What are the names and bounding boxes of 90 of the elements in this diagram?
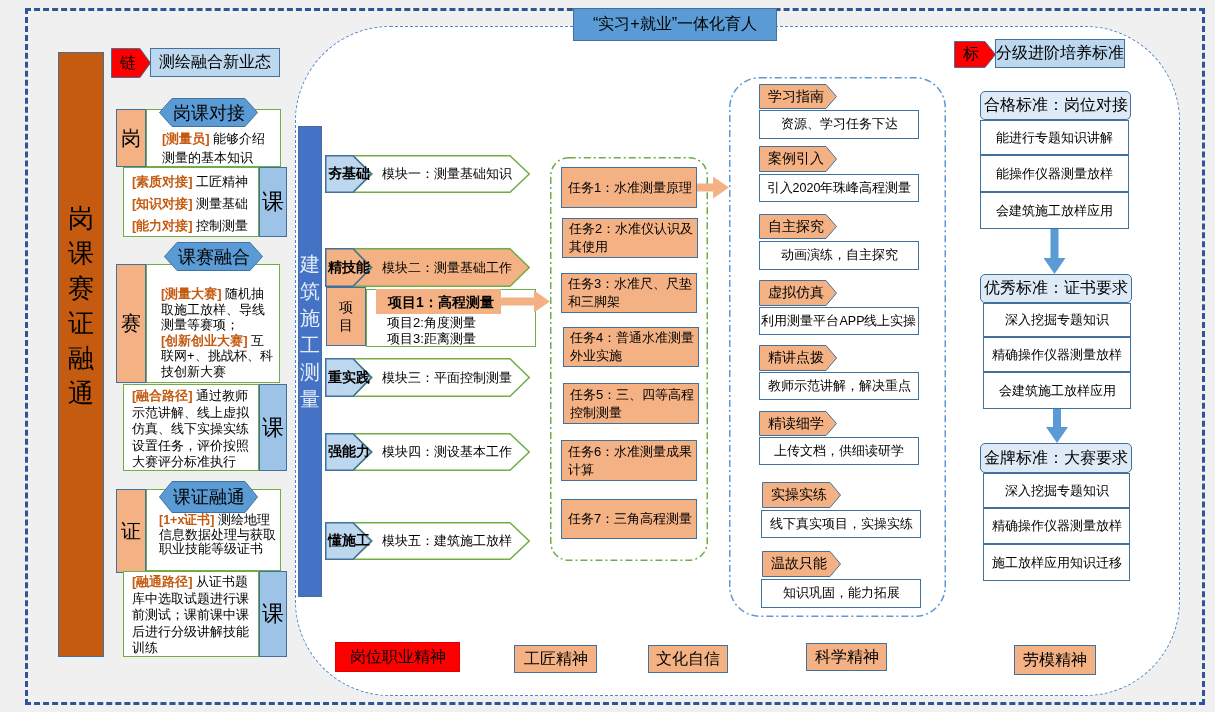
spirit-box: 工匠精神 (514, 645, 597, 673)
block-arrow (697, 176, 729, 199)
spirit-box: 岗位职业精神 (335, 642, 460, 672)
text-paragraph: [创新创业大赛] 互联网+、挑战杯、科技创新大赛 (161, 332, 274, 379)
step-tag: 学习指南 (759, 84, 837, 109)
step-box: 动画演练，自主探究 (759, 241, 919, 270)
module-text: 模块五：建筑施工放样 (382, 532, 512, 550)
project-text: 项目2:角度测量 (387, 315, 477, 331)
text-panel (123, 167, 259, 237)
step-box: 知识巩固，能力拓展 (761, 579, 921, 608)
module-panel (325, 522, 530, 560)
module-text: 模块一：测量基础知识 (382, 165, 512, 183)
text-paragraph: [测量大赛] 随机抽取施工放样、导线测量等赛项； (161, 286, 266, 333)
side-label: 项目 (326, 287, 366, 346)
block-arrow (1043, 229, 1066, 274)
dashed-group (729, 77, 946, 617)
step-box: 资源、学习任务下达 (759, 110, 919, 139)
task-box: 任务7：三角高程测量 (561, 499, 697, 539)
task-box: 任务1：水准测量原理 (561, 167, 697, 208)
step-tag: 实操实练 (762, 482, 841, 508)
text-paragraph: [素质对接] 工匠精神 (132, 173, 250, 191)
module-text: 模块四：测设基本工作 (382, 443, 512, 461)
block-arrow (1046, 409, 1068, 443)
step-tag: 虚拟仿真 (759, 280, 837, 306)
block-arrow (501, 290, 550, 313)
project-panel (366, 289, 536, 347)
vertical-bar: 建筑施工测量 (298, 126, 322, 597)
task-box: 任务6：水准测量成果计算 (561, 440, 697, 481)
side-label: 赛 (116, 264, 146, 383)
side-banner: 岗课赛证融通 (58, 52, 104, 657)
hexagon-heading: 岗课对接 (159, 98, 258, 127)
step-box: 引入2020年珠峰高程测量 (759, 174, 919, 202)
step-box: 线下真实项目，实操实练 (761, 510, 921, 538)
module-text: 模块二：测量基础工作 (382, 258, 512, 277)
side-label: 课 (259, 571, 287, 657)
hexagon-heading: 课赛融合 (164, 242, 263, 271)
module-tag: 精技能 (325, 248, 372, 287)
task-box: 任务4：普通水准测量外业实施 (563, 327, 699, 367)
step-tag: 案例引入 (759, 146, 837, 172)
module-panel (325, 155, 530, 193)
standard-row: 深入挖掘专题知识 (983, 473, 1130, 508)
heading-box: “实习+就业”一体化育人 (573, 8, 777, 41)
module-tag: 重实践 (325, 358, 372, 397)
side-label: 课 (259, 167, 287, 237)
text-panel: [融通路径] 从证书题库中选取试题进行课前测试；课前课中课后进行分级讲解技能训练 (123, 571, 259, 657)
task-box: 任务2：水准仪认识及其使用 (562, 218, 698, 258)
task-box: 任务3：水准尺、尺垫和三脚架 (561, 273, 697, 313)
module-text: 模块三：平面控制测量 (382, 368, 512, 387)
standard-header: 金牌标准：大赛要求 (980, 443, 1132, 473)
module-panel (325, 248, 530, 287)
standard-row: 能操作仪器测量放样 (980, 155, 1129, 192)
text-panel: [融合路径] 通过教师示范讲解、线上虚拟仿真、线下实操实练设置任务，评价按照大赛评分标准执行 (123, 384, 259, 471)
step-tag: 精讲点拨 (759, 345, 837, 371)
task-box: 任务5：三、四等高程控制测量 (563, 383, 699, 424)
heading-box: 测绘融合新业态 (150, 48, 280, 77)
standard-row: 会建筑施工放样应用 (980, 192, 1129, 229)
standard-header: 合格标准：岗位对接 (980, 91, 1131, 120)
standard-row: 深入挖掘专题知识 (983, 303, 1131, 337)
step-box: 利用测量平台APP线上实操 (759, 307, 919, 335)
standard-row: 精确操作仪器测量放样 (983, 508, 1130, 544)
side-label: 证 (116, 489, 146, 573)
step-tag: 温故只能 (762, 551, 841, 577)
step-box: 教师示范讲解，解决重点 (759, 372, 919, 400)
module-tag: 夯基础 (325, 155, 372, 193)
text-panel (146, 264, 280, 383)
spirit-box: 文化自信 (648, 645, 728, 673)
spirit-box: 科学精神 (806, 643, 887, 671)
side-label: 课 (259, 384, 287, 471)
heading-box: 分级进阶培养标准 (995, 39, 1125, 68)
step-tag: 精读细学 (759, 411, 837, 436)
side-label: 岗 (116, 109, 146, 167)
step-box: 上传文档，供细读研学 (759, 437, 919, 465)
standard-row: 能进行专题知识讲解 (980, 120, 1129, 155)
text-paragraph: [能力对接] 控制测量 (132, 217, 250, 235)
project-text: 项目3:距离测量 (387, 331, 477, 347)
hexagon-heading: 课证融通 (159, 481, 258, 513)
project-highlight: 项目1：高程测量 (376, 289, 501, 314)
standard-row: 精确操作仪器测量放样 (983, 337, 1131, 372)
text-paragraph: [知识对接] 测量基础 (132, 195, 250, 213)
tag-pentagon: 链 (111, 48, 151, 78)
standard-row: 会建筑施工放样应用 (983, 372, 1131, 409)
module-panel (325, 433, 530, 471)
spirit-box: 劳模精神 (1014, 645, 1096, 675)
module-tag: 懂施工 (325, 522, 372, 560)
dashed-group (550, 157, 708, 561)
standard-row: 施工放样应用知识迁移 (983, 544, 1130, 581)
module-tag: 强能力 (325, 433, 372, 471)
standard-header: 优秀标准：证书要求 (980, 274, 1132, 303)
step-tag: 自主探究 (759, 214, 837, 239)
module-panel (325, 358, 530, 397)
